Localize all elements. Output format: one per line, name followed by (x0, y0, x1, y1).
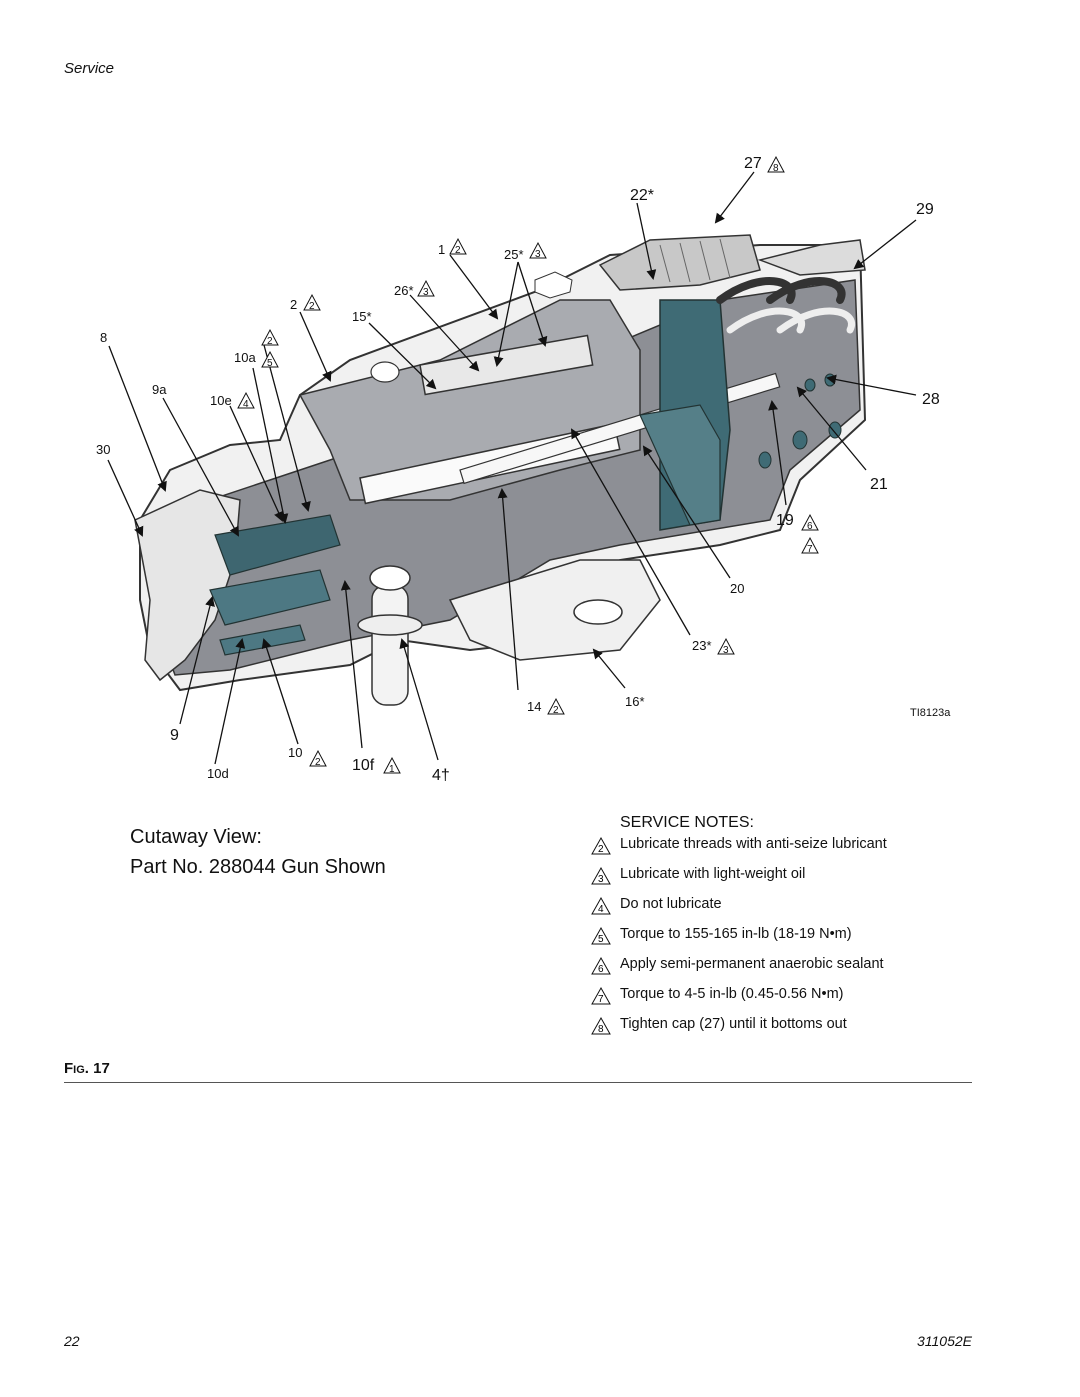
callout-labels: 27 8 22* 29 1 2 25* 3 26* 3 2 2 15* 8 2 … (96, 155, 951, 784)
svg-text:2: 2 (309, 301, 315, 312)
service-notes-title: SERVICE NOTES: (620, 814, 754, 831)
fig-label-number: . 17 (84, 1060, 110, 1077)
svg-text:5: 5 (267, 358, 273, 369)
service-note: 8 Tighten cap (27) until it bottoms out (590, 1016, 1010, 1046)
fig-label-prefix: F (64, 1060, 74, 1077)
warning-triangle-icon: 4 (591, 896, 611, 915)
callout-2: 2 2 (290, 293, 321, 312)
callout-21: 21 (870, 476, 888, 493)
svg-text:10: 10 (288, 745, 302, 760)
callout-10a: 2 10a 5 (234, 328, 279, 369)
callout-27: 27 8 (744, 155, 785, 174)
svg-text:5: 5 (598, 934, 604, 945)
service-note-text: Tighten cap (27) until it bottoms out (620, 1016, 847, 1032)
service-notes-list: 2 Lubricate threads with anti-seize lubri… (590, 836, 1010, 1046)
svg-text:3: 3 (423, 287, 429, 298)
svg-text:2: 2 (290, 297, 297, 312)
service-note-text: Lubricate threads with anti-seize lubric… (620, 836, 887, 852)
figure-caption: Cutaway View: Part No. 288044 Gun Shown (130, 822, 386, 882)
caption-line-2: Part No. 288044 Gun Shown (130, 856, 386, 878)
svg-text:6: 6 (807, 521, 813, 532)
gun-illustration (134, 234, 867, 706)
callout-16: 16* (625, 694, 645, 709)
callout-25: 25* 3 (504, 241, 547, 262)
callout-14: 14 2 (527, 697, 565, 716)
svg-text:2: 2 (455, 245, 461, 256)
callout-22: 22* (630, 187, 654, 204)
warning-triangle-icon: 3 (591, 866, 611, 885)
svg-text:2: 2 (315, 757, 321, 768)
service-note: 4 Do not lubricate (590, 896, 1010, 926)
leader-lines (107, 171, 917, 765)
svg-text:14: 14 (527, 699, 541, 714)
warning-triangle-icon: 7 (591, 986, 611, 1005)
svg-text:1: 1 (438, 242, 445, 257)
svg-text:23*: 23* (692, 638, 712, 653)
service-note: 6 Apply semi-permanent anaerobic sealant (590, 956, 1010, 986)
service-note-text: Lubricate with light-weight oil (620, 866, 806, 882)
drawing-id: TI8123a (910, 707, 951, 719)
svg-text:2: 2 (553, 705, 559, 716)
callout-8: 8 (100, 330, 107, 345)
svg-text:6: 6 (598, 964, 604, 975)
callout-15: 15* (352, 309, 372, 324)
figure-label: FIG. 17 (64, 1060, 110, 1077)
service-note: 5 Torque to 155-165 in-lb (18-19 N•m) (590, 926, 1010, 956)
svg-text:3: 3 (723, 645, 729, 656)
svg-text:7: 7 (598, 994, 604, 1005)
svg-text:1: 1 (389, 764, 395, 775)
callout-28: 28 (922, 391, 940, 408)
service-note-text: Torque to 4-5 in-lb (0.45-0.56 N•m) (620, 986, 844, 1002)
warning-triangle-icon: 2 (591, 836, 611, 855)
callout-9a: 9a (152, 382, 167, 397)
svg-text:10e: 10e (210, 393, 232, 408)
callout-10d: 10d (207, 766, 229, 781)
section-label: Service (64, 60, 115, 77)
service-note: 7 Torque to 4-5 in-lb (0.45-0.56 N•m) (590, 986, 1010, 1016)
callout-10: 10 2 (288, 745, 327, 768)
svg-text:27: 27 (744, 155, 762, 172)
svg-text:10f: 10f (352, 757, 375, 774)
svg-text:7: 7 (807, 544, 813, 555)
svg-text:3: 3 (535, 249, 541, 260)
warning-triangle-icon: 6 (591, 956, 611, 975)
svg-text:2: 2 (598, 844, 604, 855)
callout-19: 19 6 7 (776, 512, 819, 555)
document-number: 311052E (916, 1333, 972, 1349)
service-notes: SERVICE NOTES: 2 Lubricate threads with a… (590, 814, 1010, 1046)
fig-label-small: IG (73, 1064, 85, 1076)
service-note-text: Torque to 155-165 in-lb (18-19 N•m) (620, 926, 852, 942)
callout-20: 20 (730, 581, 744, 596)
svg-text:19: 19 (776, 512, 794, 529)
callout-26: 26* 3 (394, 279, 435, 298)
cutaway-figure: 27 8 22* 29 1 2 25* 3 26* 3 2 2 15* 8 2 … (96, 155, 951, 784)
callout-29: 29 (916, 201, 934, 218)
callout-10e: 10e 4 (210, 391, 255, 410)
svg-text:26*: 26* (394, 283, 414, 298)
svg-text:2: 2 (267, 336, 273, 347)
service-note-text: Apply semi-permanent anaerobic sealant (620, 956, 884, 972)
svg-text:10a: 10a (234, 350, 256, 365)
service-note: 2 Lubricate threads with anti-seize lubri… (590, 836, 1010, 866)
svg-text:8: 8 (598, 1024, 604, 1035)
callout-9: 9 (170, 727, 179, 744)
svg-text:3: 3 (598, 874, 604, 885)
warning-triangle-icon: 8 (591, 1016, 611, 1035)
svg-text:25*: 25* (504, 247, 524, 262)
callout-1: 1 2 (438, 237, 467, 257)
svg-text:8: 8 (773, 163, 779, 174)
service-note: 3 Lubricate with light-weight oil (590, 866, 1010, 896)
callout-4: 4† (432, 767, 450, 784)
service-note-text: Do not lubricate (620, 896, 722, 912)
horizontal-rule (64, 1082, 972, 1083)
callout-23: 23* 3 (692, 637, 735, 656)
svg-text:4: 4 (598, 904, 604, 915)
warning-triangle-icon: 5 (591, 926, 611, 945)
svg-text:4: 4 (243, 399, 249, 410)
callout-30: 30 (96, 442, 110, 457)
caption-line-1: Cutaway View: (130, 826, 262, 848)
callout-10f: 10f 1 (352, 756, 401, 775)
page-number: 22 (64, 1333, 80, 1349)
